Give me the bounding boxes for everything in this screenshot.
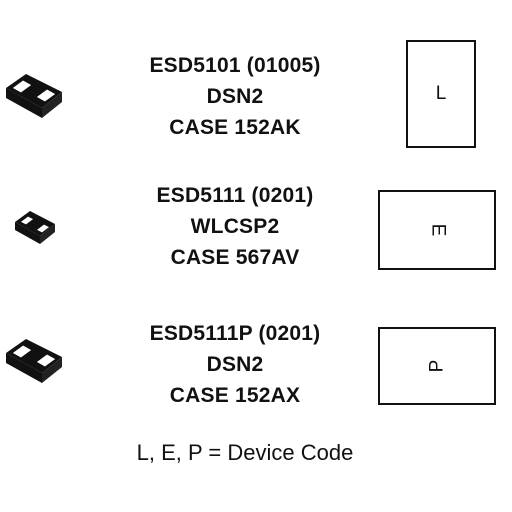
case-number: CASE 152AX [169,384,301,407]
marking-diagram: E [378,190,496,270]
part-number: ESD5111 (0201) [156,184,314,207]
case-number: CASE 152AK [169,116,301,139]
device-code: E [427,223,448,237]
marking-diagram: L [406,40,476,148]
package-description: ESD5101 (01005) DSN2 CASE 152AK [120,50,350,143]
part-number: ESD5111P (0201) [149,322,321,345]
package-description: ESD5111 (0201) WLCSP2 CASE 567AV [120,180,350,273]
chip-package-icon [6,74,62,118]
package-description: ESD5111P (0201) DSN2 CASE 152AX [120,318,350,411]
device-code: L [435,83,447,104]
package-type: DSN2 [206,85,264,108]
chip-package-icon [15,211,55,244]
device-code-legend: L, E, P = Device Code [136,440,354,465]
device-code: P [426,359,447,373]
package-type: WLCSP2 [190,215,280,238]
part-number: ESD5101 (01005) [149,54,321,77]
package-type: DSN2 [206,353,264,376]
chip-package-icon [6,339,62,383]
marking-diagram: P [378,327,496,405]
case-number: CASE 567AV [170,246,300,269]
